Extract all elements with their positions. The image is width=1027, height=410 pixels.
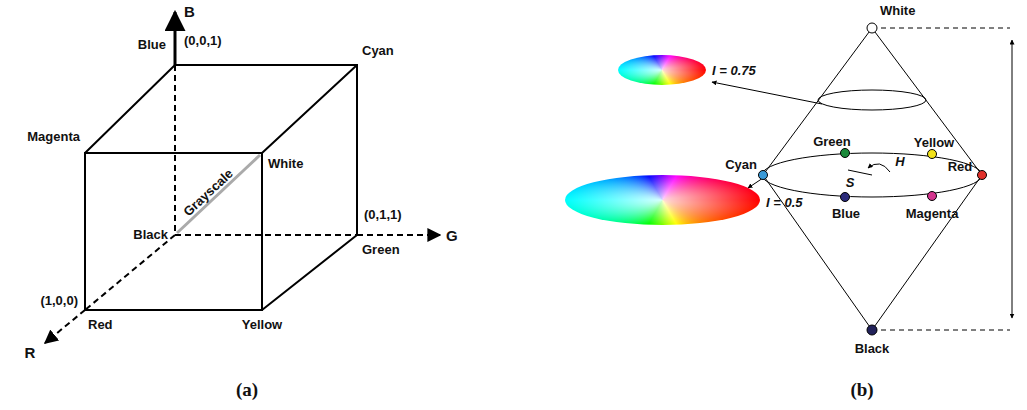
blue-dot [841,193,850,202]
color-label: Yellow [914,136,954,149]
vertex-label: Cyan [362,44,394,57]
axis-label: G [446,228,458,243]
coordinate-label: (0,0,1) [184,34,222,47]
vertex-label: Magenta [27,130,80,143]
hue-disc [618,55,706,85]
b-axis [174,12,177,65]
color-label: Magenta [906,207,959,220]
coordinate-label: (0,1,1) [364,208,402,221]
intensity-label: I = 0.75 [712,64,756,77]
cone-outline [763,28,982,330]
green-dot [841,149,850,158]
coordinate-label: (1,0,0) [40,294,78,307]
hidden-edge [85,65,357,310]
white-dot [867,23,877,33]
hue-disc [565,175,760,225]
vertex-label: White [880,4,915,17]
height-arrow [1012,40,1013,318]
cube-front [85,153,262,310]
vertex-label: Red [88,318,113,331]
dim-dash [872,28,1010,330]
rgb-cube [45,12,440,343]
vertex-label: Black [855,342,890,355]
intensity-label: I = 0.5 [766,196,803,209]
axis-label: R [25,345,36,360]
r-axis [45,310,85,343]
color-label: Cyan [725,158,757,171]
pointer-arrow [748,178,763,188]
pointer-arrow [712,82,822,104]
hsi-cone [712,23,1012,335]
panel-label: (b) [850,380,873,399]
color-label: Blue [832,207,860,220]
color-label: Red [948,160,973,173]
vertex-label: Black [133,228,168,241]
cyan-dot [759,171,768,180]
intensity-ellipse [818,90,926,110]
panel-label: (a) [236,380,258,399]
g-axis [357,234,440,236]
red-dot [978,171,987,180]
saturation-line [848,170,872,175]
yellow-dot [928,150,937,159]
vertex-label: Yellow [242,318,282,331]
grayscale-line [177,155,260,233]
vertex-label: Blue [138,38,166,51]
hue-circle [762,153,982,197]
magenta-dot [928,192,937,201]
color-label: Green [813,135,851,148]
hue-arc [868,164,890,172]
black-dot [867,325,877,335]
vertex-label: White [268,157,303,170]
vertex-label: Green [362,243,400,256]
cube-edge [85,65,357,310]
axis-label: B [184,4,195,19]
angle-label: S [846,176,855,189]
angle-label: H [895,155,904,168]
diagonal-label: Grayscale [181,167,235,219]
